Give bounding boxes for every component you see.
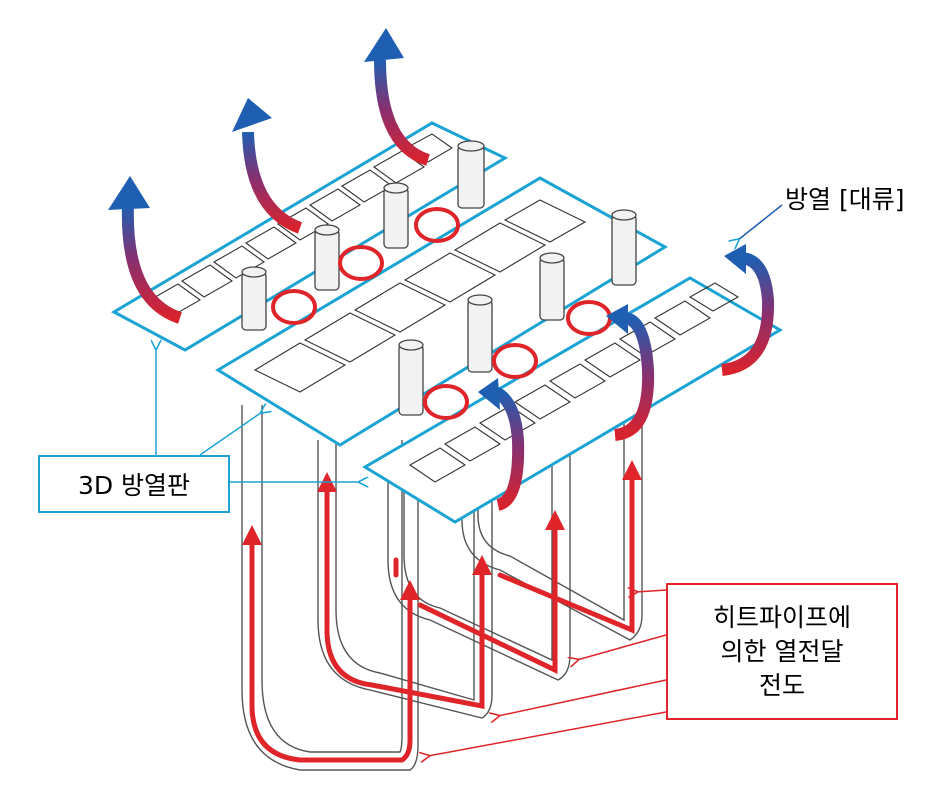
terminal-pin — [383, 182, 409, 249]
fin-label-box: 3D 방열판 — [38, 455, 230, 513]
contact-rings — [271, 207, 612, 420]
heatpipe-label-line-3: 전도 — [758, 670, 805, 700]
terminal-pin — [457, 140, 485, 209]
terminal-pin — [241, 266, 267, 331]
terminal-pin — [314, 224, 340, 291]
heat-rise-arrows — [108, 28, 775, 511]
heat-pipe-1 — [241, 405, 419, 771]
terminal-pin — [611, 209, 637, 286]
heat-pipe-2 — [317, 440, 493, 719]
heat-rise-arrow-1 — [108, 176, 183, 324]
heat-flow-arrows — [242, 460, 642, 763]
contact-ring — [566, 300, 612, 336]
terminal-pin — [467, 294, 493, 373]
terminal-pins — [241, 140, 637, 416]
contact-ring — [423, 384, 469, 420]
convection-label: 방열 [대류] — [785, 185, 905, 214]
heat-rise-arrow-5 — [606, 304, 655, 441]
heatpipe-label-box: 히트파이프에 의한 열전달 전도 — [666, 583, 898, 720]
heatpipe-label-line-1: 히트파이프에 — [712, 602, 851, 632]
heat-rise-arrow-4 — [478, 378, 525, 511]
heat-rise-arrow-3 — [364, 28, 431, 166]
heat-rise-arrow-6 — [721, 244, 775, 376]
terminal-pin — [398, 339, 424, 416]
heat-rise-arrow-2 — [232, 98, 303, 234]
contact-ring — [271, 289, 317, 325]
fin-plate-3 — [362, 276, 783, 524]
terminal-pin — [539, 252, 565, 321]
contact-ring — [414, 207, 460, 243]
contact-ring — [492, 343, 538, 379]
heat-pipe-4 — [461, 380, 643, 641]
leader-lines — [156, 204, 783, 756]
fin-plates — [110, 121, 783, 524]
heatpipe-label-line-2: 의한 열전달 — [720, 636, 844, 666]
fin-label: 3D 방열판 — [77, 471, 191, 500]
fin-plate-1 — [110, 121, 509, 352]
contact-ring — [338, 245, 384, 281]
